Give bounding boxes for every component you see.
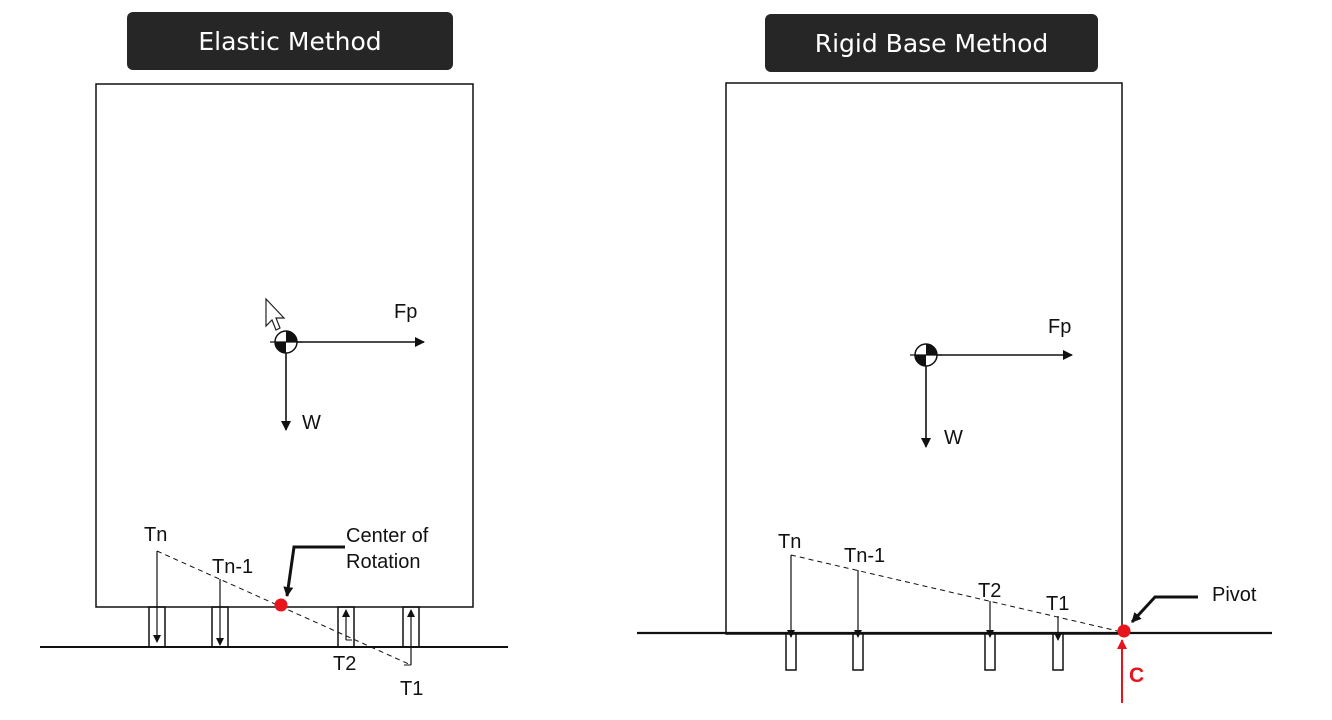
center-of-rotation-label-line1: Center of [346, 525, 429, 547]
center-of-gravity-icon [270, 330, 302, 354]
rigid-base-method-title: Rigid Base Method [765, 14, 1098, 72]
rigid-base-method-diagram: Fp W Tn Tn-1 T2 T1 Pivot C [637, 82, 1272, 703]
t1-label: T1 [1046, 593, 1069, 615]
anchor-tn-1 [852, 632, 864, 671]
tn-1-label: Tn-1 [212, 556, 253, 578]
t2-label: T2 [333, 653, 356, 675]
pivot-label: Pivot [1212, 584, 1257, 606]
center-of-rotation-marker [274, 598, 288, 612]
anchor-tn [785, 632, 797, 671]
w-label: W [302, 412, 321, 434]
mouse-cursor-icon [265, 297, 286, 331]
center-of-rotation-leader [283, 545, 345, 597]
pivot-marker [1117, 624, 1131, 638]
elastic-method-title-text: Elastic Method [198, 26, 382, 56]
pivot-leader [1130, 595, 1198, 624]
center-of-rotation-label-line2: Rotation [346, 551, 421, 573]
anchor-t2 [337, 606, 355, 648]
force-distribution-line [790, 554, 1123, 633]
elastic-method-diagram: Fp W Tn Tn-1 T2 T1 Center of Rotation [40, 83, 508, 700]
elastic-method-title: Elastic Method [127, 12, 453, 70]
w-label: W [944, 427, 963, 449]
t1-label: T1 [400, 678, 423, 700]
fp-label: Fp [1048, 316, 1071, 338]
anchor-t2 [984, 632, 996, 671]
fp-label: Fp [394, 301, 417, 323]
c-label: C [1129, 664, 1144, 687]
tn-label: Tn [144, 524, 167, 546]
rigid-base-method-title-text: Rigid Base Method [814, 28, 1049, 58]
tn-1-label: Tn-1 [844, 545, 885, 567]
tn-label: Tn [778, 531, 801, 553]
t2-label: T2 [978, 580, 1001, 602]
